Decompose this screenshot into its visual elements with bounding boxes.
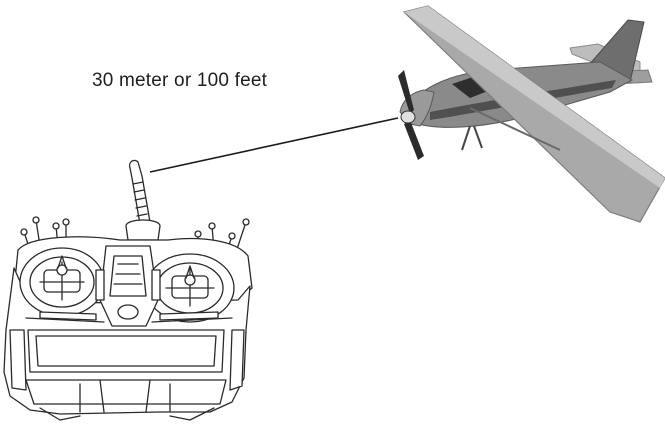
airplane-icon [398, 6, 665, 222]
rc-transmitter-icon [4, 160, 252, 420]
distance-line [150, 118, 398, 172]
distance-label: 30 meter or 100 feet [92, 70, 267, 92]
